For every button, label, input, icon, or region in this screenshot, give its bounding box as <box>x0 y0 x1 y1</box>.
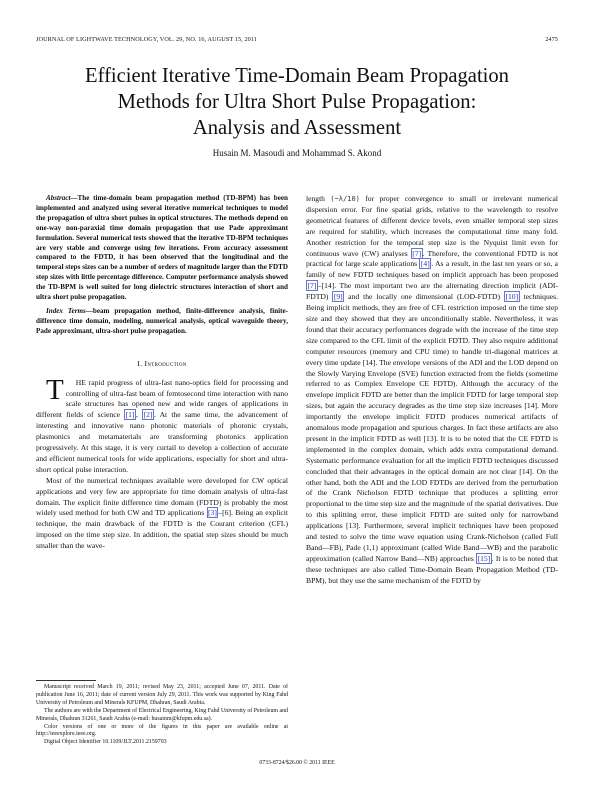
section-title: Introduction <box>144 358 187 368</box>
body-text: for proper convergence to small or irrel… <box>306 194 558 258</box>
footnote-affiliation: The authors are with the Department of E… <box>36 707 288 722</box>
copyright-footer: 0733-8724/$26.00 © 2011 IEEE <box>259 760 335 766</box>
body-text: . It is to be noted that these technique… <box>306 553 559 585</box>
journal-name: JOURNAL OF LIGHTWAVE TECHNOLOGY, VOL. 29… <box>36 36 257 43</box>
section-heading: I. Introduction <box>36 359 288 370</box>
citation-link[interactable]: [2] <box>142 409 154 421</box>
citation-link[interactable]: [9] <box>332 291 345 303</box>
footnotes: Manuscript received March 19, 2011; revi… <box>36 684 288 747</box>
body-text: –[14]. The most important two are the al… <box>306 281 558 302</box>
footnote-doi: Digital Object Identifier 10.1109/JLT.20… <box>44 739 167 746</box>
title-line-2: Methods for Ultra Short Pulse Propagatio… <box>117 91 477 113</box>
author-list: Husain M. Masoudi and Mohammad S. Akond <box>212 148 382 158</box>
title-line-3: Analysis and Assessment <box>192 117 402 139</box>
drop-cap: T <box>46 373 64 406</box>
intro-text: , <box>136 410 143 420</box>
footnote-manuscript: Manuscript received March 19, 2011; revi… <box>36 684 288 706</box>
right-paragraph: length (~λ/10) for proper convergence to… <box>306 194 558 587</box>
footnote-color: Color versions of one or more of the fig… <box>36 723 288 738</box>
body-text: and the locally one dimensional (LOD-FDT… <box>344 292 504 302</box>
inline-equation: (~λ/10) <box>330 195 360 203</box>
index-terms-lead: Index Terms <box>46 306 86 315</box>
page-number: 2475 <box>545 36 558 43</box>
intro-text: –[6]. Being an explicit technique, the m… <box>36 508 289 551</box>
intro-text: . At the same time, the advancement of i… <box>36 410 289 474</box>
citation-link[interactable]: [15] <box>476 552 492 564</box>
index-terms-text: —beam propagation method, finite-differe… <box>36 306 288 335</box>
paper-title: Efficient Iterative Time-Domain Beam Pro… <box>30 63 564 141</box>
citation-link[interactable]: [4] <box>419 258 432 270</box>
running-head: JOURNAL OF LIGHTWAVE TECHNOLOGY, VOL. 29… <box>36 36 558 46</box>
footnote-divider <box>36 680 96 681</box>
intro-text: Most of the numerical techniques availab… <box>36 475 288 518</box>
abstract: Abstract—The time-domain beam propagatio… <box>36 194 288 303</box>
body-text: . As a result, in the last ten years or … <box>306 259 558 280</box>
intro-paragraph-2: Most of the numerical techniques availab… <box>36 476 288 552</box>
left-column: Abstract—The time-domain beam propagatio… <box>36 194 288 552</box>
abstract-text: —The time-domain beam propagation method… <box>36 194 288 302</box>
intro-text: HE rapid progress of ultra-fast nano-opt… <box>36 377 288 420</box>
citation-link[interactable]: [1] <box>124 409 137 421</box>
citation-link[interactable]: [10] <box>503 291 520 303</box>
title-line-1: Efficient Iterative Time-Domain Beam Pro… <box>85 65 509 87</box>
citation-link[interactable]: [7] <box>306 280 318 292</box>
citation-link[interactable]: [3] <box>206 507 219 519</box>
citation-link[interactable]: [7] <box>410 247 423 259</box>
body-text: length <box>306 194 331 203</box>
abstract-lead: Abstract <box>46 194 71 202</box>
body-text: techniques. Being implicit methods, they… <box>306 292 558 563</box>
index-terms: Index Terms—beam propagation method, fin… <box>36 307 288 337</box>
right-column: length (~λ/10) for proper convergence to… <box>306 194 558 587</box>
body-text: . Therefore, the conventional FDTD is no… <box>306 248 558 269</box>
section-number: I. <box>137 358 143 368</box>
